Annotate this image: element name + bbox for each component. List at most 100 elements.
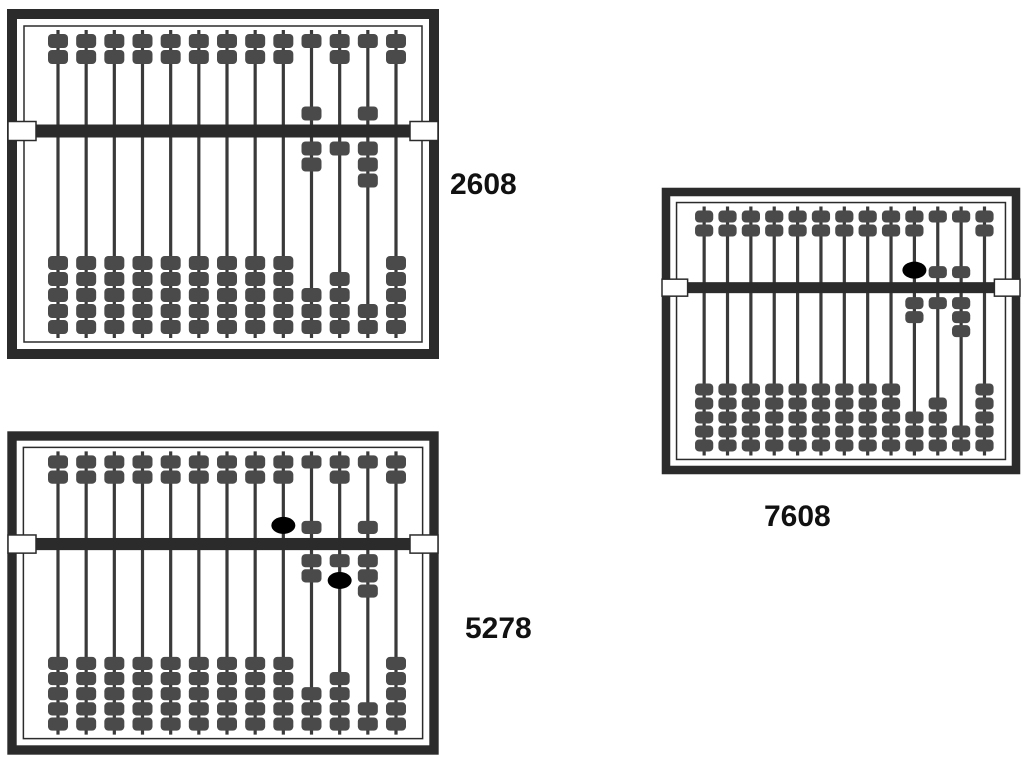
abacus-bead	[741, 411, 760, 424]
abacus-bead	[160, 455, 181, 469]
abacus-bead	[48, 687, 68, 701]
abacus-bead	[788, 411, 807, 424]
marker-dot	[271, 516, 296, 534]
abacus-bead	[952, 425, 971, 438]
abacus-bead	[132, 702, 153, 716]
abacus-bead	[188, 256, 209, 270]
abacus-bead	[811, 411, 831, 424]
abacus-bead	[104, 304, 125, 318]
abacus-bead	[905, 439, 924, 452]
abacus-bead	[881, 224, 901, 237]
abacus-bead	[48, 256, 68, 270]
abacus-bead	[881, 397, 901, 410]
abacus-bead	[695, 397, 714, 410]
abacus-bead	[48, 288, 68, 302]
abacus-bead	[386, 272, 406, 286]
abacus-bead	[329, 34, 350, 48]
abacus-bead	[132, 256, 153, 270]
abacus-bead	[245, 320, 266, 334]
abacus-bead	[357, 455, 378, 469]
abacus-bead	[386, 455, 406, 469]
abacus-bead	[104, 717, 125, 731]
abacus-bead	[132, 34, 153, 48]
abacus-bead	[76, 288, 97, 302]
abacus-bead	[104, 34, 125, 48]
abacus-bead	[928, 397, 947, 410]
abacus-bead	[301, 717, 322, 731]
abacus-bead	[386, 470, 406, 484]
abacus-bead	[104, 702, 125, 716]
abacus-bead	[905, 311, 924, 324]
abacus-bead	[386, 717, 406, 731]
abacus-beam	[22, 124, 424, 138]
abacus-bead	[357, 34, 378, 48]
marker-dot	[902, 261, 927, 279]
abacus-value-label: 5278	[465, 612, 532, 645]
abacus-bead	[695, 210, 714, 223]
abacus-bead	[952, 210, 971, 223]
abacus-bead	[741, 397, 760, 410]
abacus-bead	[217, 256, 237, 270]
abacus-bead	[386, 687, 406, 701]
abacus-bead	[245, 288, 266, 302]
abacus-bead	[835, 210, 854, 223]
abacus-bead	[905, 411, 924, 424]
abacus-bead	[188, 671, 209, 686]
abacus-bead	[273, 455, 294, 469]
abacus-bead	[245, 50, 266, 64]
abacus-bead	[104, 470, 125, 484]
abacus-bead	[329, 304, 350, 318]
abacus-bead	[718, 411, 737, 424]
abacus-bead	[217, 656, 237, 670]
abacus-bead	[160, 671, 181, 686]
abacus-bead	[329, 272, 350, 286]
beam-clip-right	[409, 120, 439, 142]
abacus-frame	[661, 187, 1021, 475]
abacus-inner-frame	[22, 446, 424, 740]
abacus-bead	[905, 297, 924, 310]
abacus-bead	[104, 656, 125, 670]
abacus-bead	[741, 383, 760, 396]
abacus-bead	[718, 397, 737, 410]
abacus-bead	[765, 224, 784, 237]
abacus-bead	[329, 717, 350, 731]
abacus-bead	[132, 304, 153, 318]
abacus-bead	[245, 717, 266, 731]
abacus-bead	[217, 320, 237, 334]
abacus-bead	[301, 554, 322, 568]
abacus-bead	[695, 224, 714, 237]
abacus-bead	[329, 671, 350, 686]
abacus-bead	[188, 288, 209, 302]
abacus-bead	[858, 224, 877, 237]
abacus-bead	[357, 520, 378, 534]
abacus-inner-frame	[23, 25, 423, 343]
abacus-bead	[386, 304, 406, 318]
abacus-bead	[273, 702, 294, 716]
abacus-bead	[329, 288, 350, 302]
abacus-bead	[357, 717, 378, 731]
abacus-bead	[386, 320, 406, 334]
abacus-bead	[811, 383, 831, 396]
abacus-bead	[811, 425, 831, 438]
abacus-bead	[273, 50, 294, 64]
abacus-bead	[160, 717, 181, 731]
abacus-bead	[695, 425, 714, 438]
abacus-bead	[788, 397, 807, 410]
abacus-bead	[104, 288, 125, 302]
abacus-bead	[217, 272, 237, 286]
abacus-bead	[245, 256, 266, 270]
abacus-bead	[975, 383, 994, 396]
abacus-bead	[273, 288, 294, 302]
abacus-bead	[160, 656, 181, 670]
abacus-2	[661, 187, 1021, 475]
abacus-bead	[788, 210, 807, 223]
abacus-bead	[928, 210, 947, 223]
abacus-bead	[765, 425, 784, 438]
abacus-frame	[7, 431, 439, 755]
abacus-bead	[104, 671, 125, 686]
abacus-bead	[132, 272, 153, 286]
abacus-bead	[76, 687, 97, 701]
abacus-bead	[273, 671, 294, 686]
abacus-bead	[48, 34, 68, 48]
abacus-bead	[811, 224, 831, 237]
